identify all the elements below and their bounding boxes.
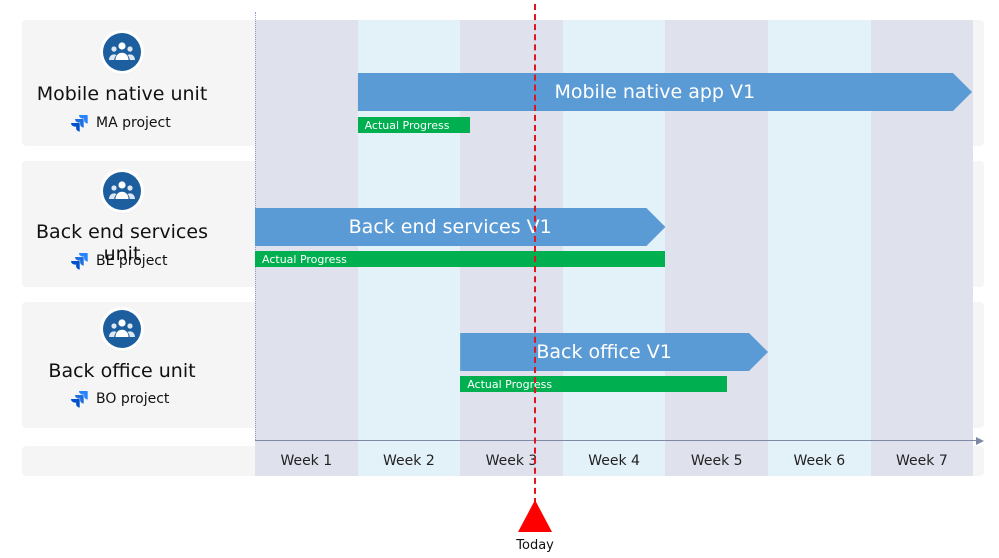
week-label: Week 4 (562, 446, 666, 476)
jira-icon (71, 115, 88, 132)
task-label: Mobile native app V1 (554, 81, 756, 103)
project-label: BE project (96, 253, 168, 269)
timeline-axis (255, 440, 977, 441)
task-label: Back end services V1 (348, 216, 552, 238)
jira-icon (71, 253, 88, 270)
progress-bar-backend: Actual Progress (255, 251, 666, 267)
week-label: Week 7 (870, 446, 974, 476)
timeline-axis-arrow (976, 437, 984, 445)
week-label: Week 2 (357, 446, 461, 476)
week-label: Week 5 (665, 446, 768, 476)
today-marker-icon[interactable] (518, 500, 553, 532)
today-label: Today (516, 538, 554, 553)
progress-label: Actual Progress (262, 252, 347, 266)
week-column (255, 20, 358, 476)
team-icon (103, 310, 141, 348)
task-bar-back-office[interactable]: Back office V1 (460, 333, 768, 371)
team-icon (103, 172, 141, 210)
task-label: Back office V1 (536, 341, 672, 363)
unit-title-backoffice: Back office unit (48, 360, 196, 382)
unit-title-mobile: Mobile native unit (36, 83, 208, 105)
jira-icon (71, 391, 88, 408)
week-label: Week 3 (460, 446, 563, 476)
today-line (534, 4, 537, 504)
project-label: MA project (96, 115, 171, 131)
task-bar-mobile-native-app[interactable]: Mobile native app V1 (358, 73, 972, 111)
progress-bar-mobile: Actual Progress (357, 117, 471, 133)
project-label: BO project (96, 391, 170, 407)
progress-label: Actual Progress (364, 118, 450, 132)
project-mobile[interactable]: MA project (70, 114, 171, 132)
project-backoffice[interactable]: BO project (70, 390, 169, 408)
unit-title-backend: Back end services unit (36, 221, 208, 265)
task-bar-back-end-services[interactable]: Back end services V1 (255, 208, 665, 246)
team-icon (103, 33, 141, 71)
week-label: Week 1 (255, 446, 358, 476)
progress-bar-backoffice: Actual Progress (460, 376, 727, 392)
progress-label: Actual Progress (467, 377, 553, 391)
project-backend[interactable]: BE project (70, 252, 168, 270)
week-label: Week 6 (768, 446, 871, 476)
